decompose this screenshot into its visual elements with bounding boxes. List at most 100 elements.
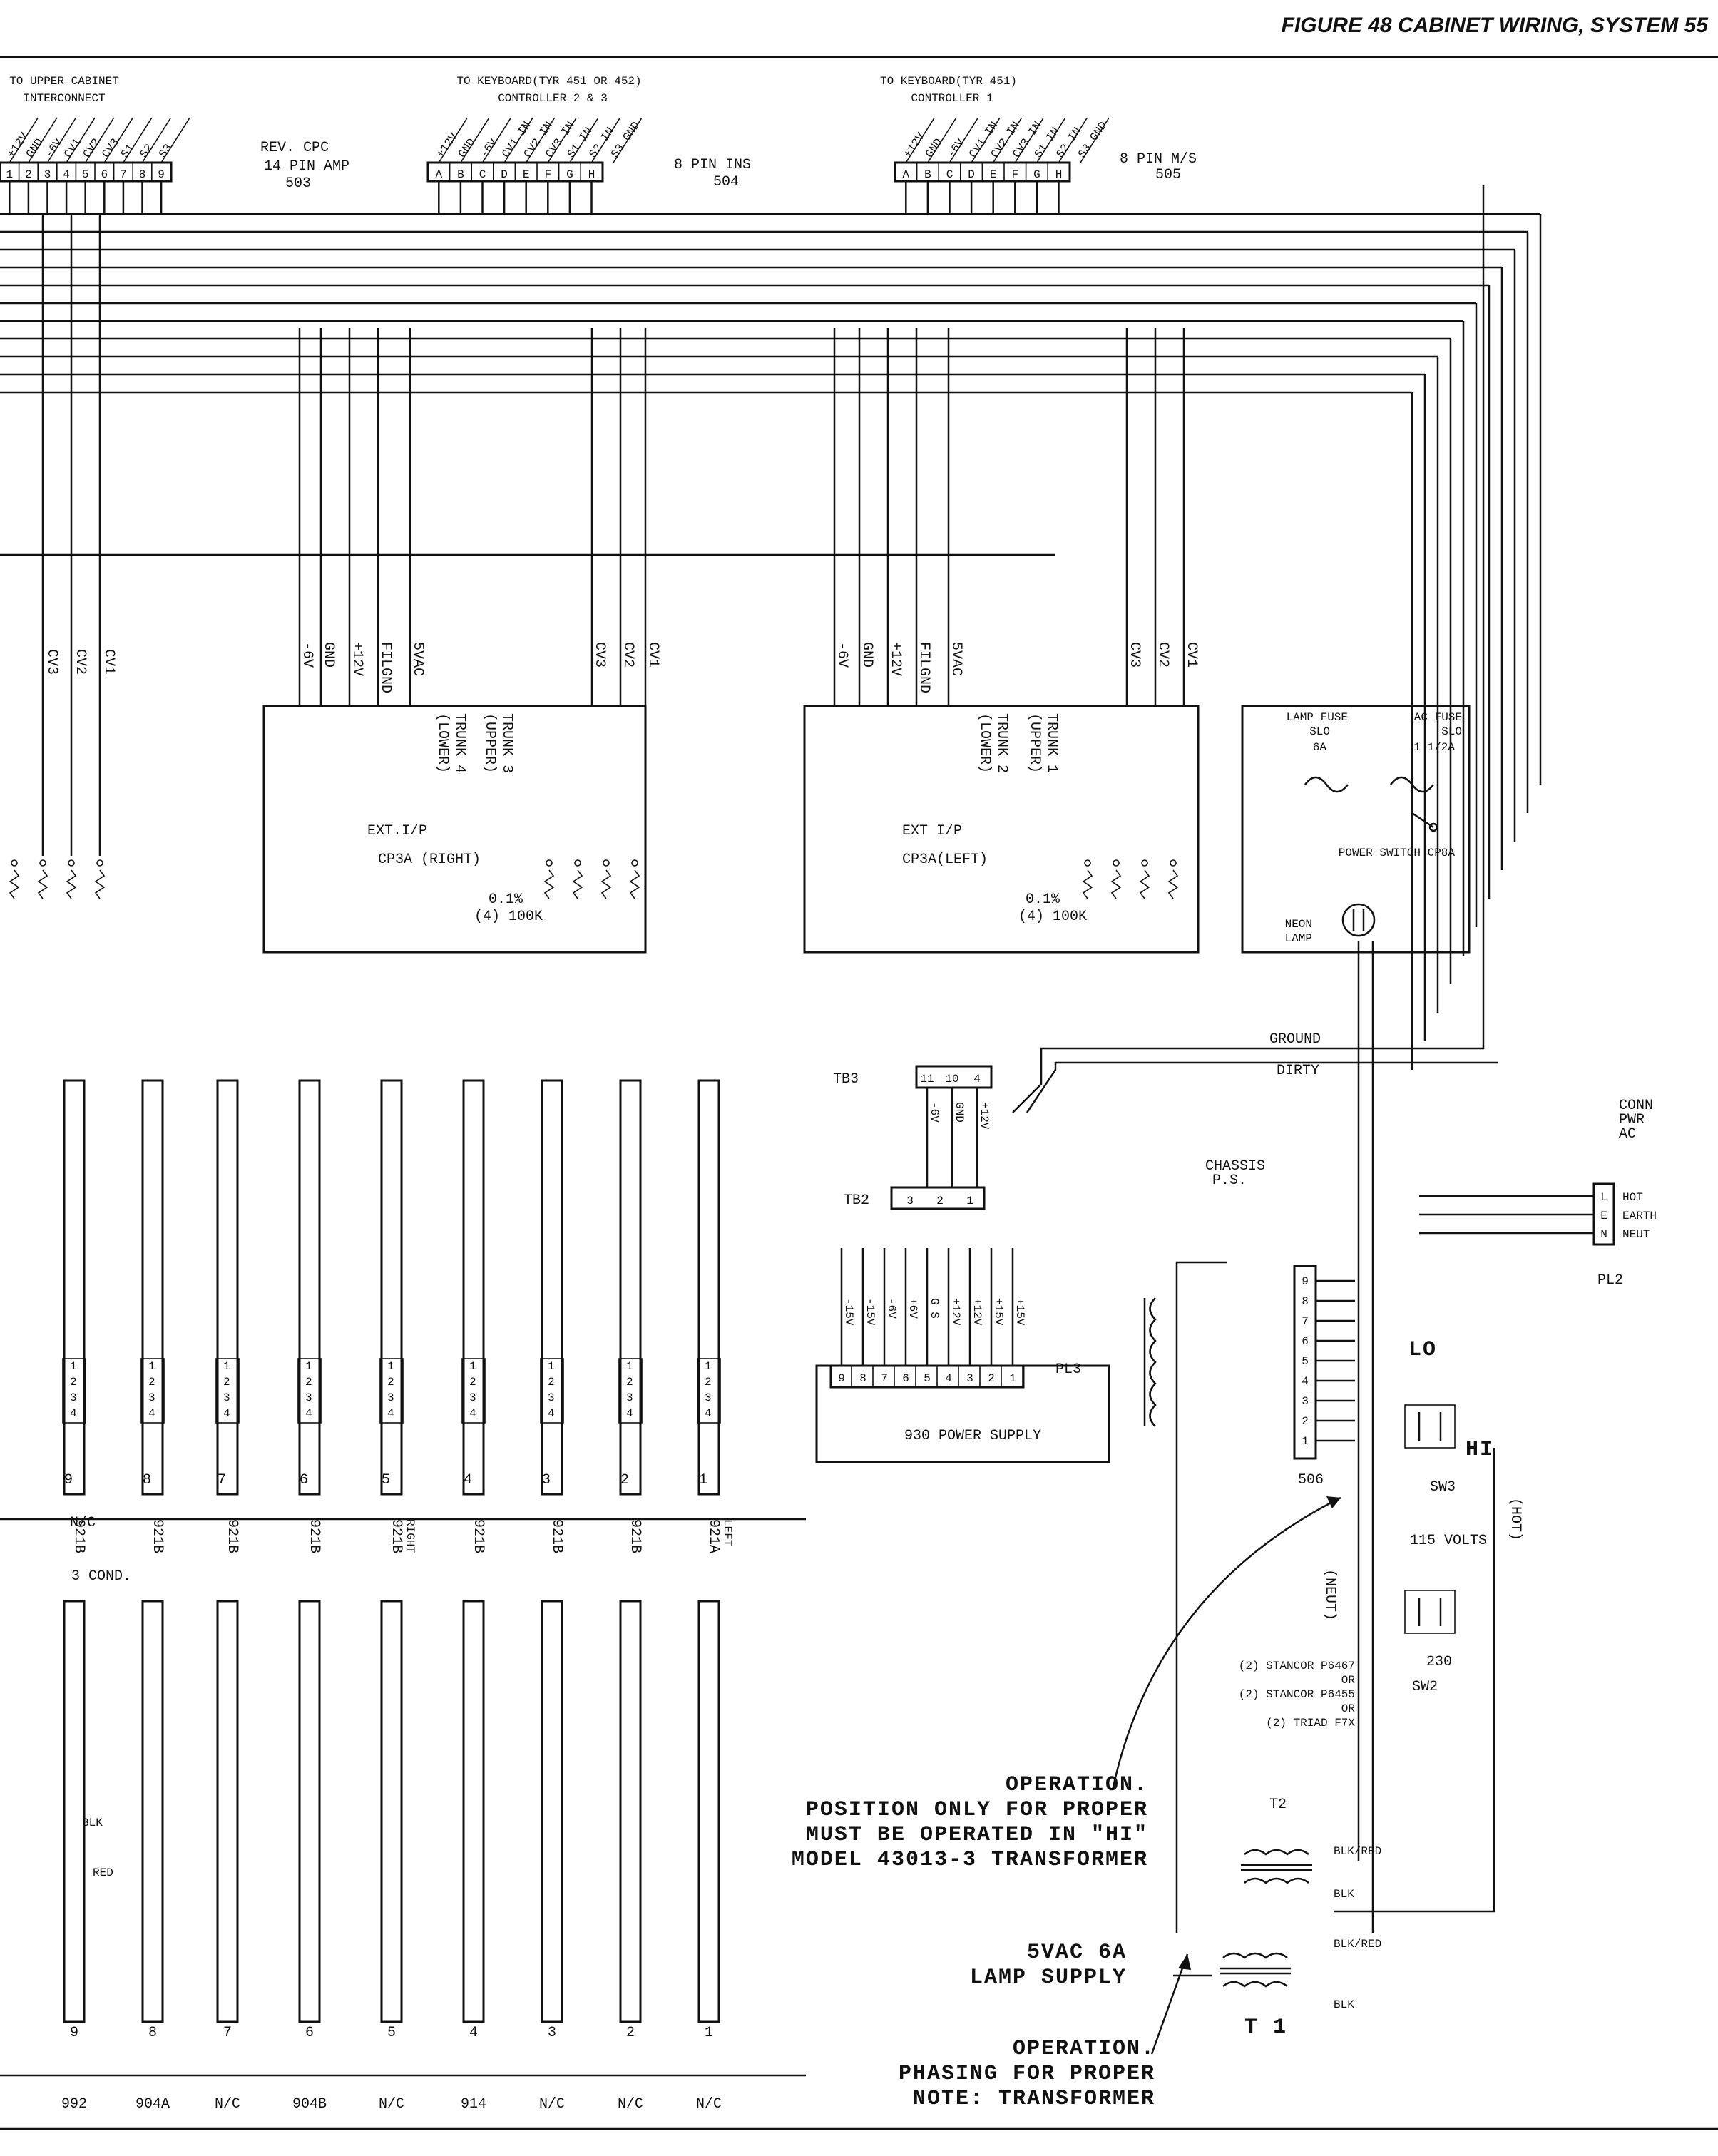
pl2-pin-label: NEUT xyxy=(1622,1228,1650,1241)
ps-pin: 6 xyxy=(902,1372,909,1385)
tb2-pin: 3 xyxy=(906,1195,914,1207)
neon-lamp-label-2: LAMP xyxy=(1285,932,1312,945)
left-cv-wires: CV1 CV2 CV3 xyxy=(9,214,117,899)
bus-wires xyxy=(0,213,1542,1070)
connector-505: TO KEYBOARD(TYR 451) CONTROLLER 1 505 8 … xyxy=(880,75,1197,214)
ps-pin: 3 xyxy=(966,1372,973,1385)
module-jack-block xyxy=(297,1358,322,1424)
c504-signal-lead xyxy=(613,117,643,163)
module-jack-label: 2 xyxy=(70,1376,77,1389)
module-lower-strip xyxy=(462,1600,485,2023)
cp3a-right-box xyxy=(262,705,647,954)
cp3a-left-label: CP3A(LEFT) xyxy=(902,852,988,868)
ps-chassis-label-2: CHASSIS xyxy=(1205,1158,1265,1175)
ac-pwr-conn-3: CONN xyxy=(1619,1098,1653,1114)
pot-contact xyxy=(39,859,46,867)
module-jack-label: 1 xyxy=(469,1360,476,1373)
c503-signal-lead xyxy=(85,117,115,163)
module-upper-type: 921B xyxy=(306,1519,322,1553)
t2-option: (2) STANCOR P6455 xyxy=(1239,1688,1355,1701)
c504-pin-label: G xyxy=(566,168,573,181)
ac-pwr-conn: AC xyxy=(1619,1126,1636,1143)
c505-pin-label: H xyxy=(1055,168,1063,181)
module-lower-type: N/C xyxy=(215,2096,240,2112)
pot-contact xyxy=(603,859,610,867)
module-lower-type: 914 xyxy=(461,2096,486,2112)
ps-wire-label: +15V xyxy=(992,1298,1005,1326)
trunk-2-label: TRUNK 2 xyxy=(993,713,1010,773)
module-jack-label: 4 xyxy=(148,1407,155,1420)
module-jack-block xyxy=(697,1358,721,1424)
cp3a-left-box xyxy=(803,705,1200,954)
c505-signal-lead xyxy=(993,117,1023,163)
controller-1-keyboard: TO KEYBOARD(TYR 451) xyxy=(880,75,1017,88)
hot-label: (HOT) xyxy=(1507,1498,1523,1541)
cp3a-right-ext: EXT.I/P xyxy=(367,823,427,839)
module-lower-number: 3 xyxy=(548,2025,556,2041)
cp8a-box xyxy=(1241,705,1471,954)
lnote-line: LAMP SUPPLY xyxy=(970,1966,1127,1990)
module-jack-block xyxy=(540,1358,564,1424)
pl2-pin-label: EARTH xyxy=(1622,1210,1657,1222)
module-jack-label: 4 xyxy=(70,1407,77,1420)
t2-label: T2 xyxy=(1269,1797,1287,1813)
ps-pin: 5 xyxy=(924,1372,931,1385)
cp3a-left-board: CP3A(LEFT) EXT I/P (4) 100K 0.1% TRUNK 1… xyxy=(803,328,1200,954)
module-upper-strip xyxy=(298,1079,321,1496)
c503-pin-label: 6 xyxy=(101,168,108,181)
c506-pin: 3 xyxy=(1302,1395,1309,1408)
c503-pin-label: 2 xyxy=(25,168,32,181)
module-upper-strip xyxy=(697,1079,720,1496)
t2-option: OR xyxy=(1341,1702,1356,1715)
lamp-fuse-rating: 6A xyxy=(1313,741,1327,754)
c505-signal-lead xyxy=(905,117,935,163)
module-jack-label: 4 xyxy=(705,1407,712,1420)
resistor-symbol xyxy=(94,869,106,899)
c504-signal-lead xyxy=(590,117,621,163)
pl2-label: PL2 xyxy=(1597,1272,1623,1289)
lamp-fuse-label: LAMP FUSE xyxy=(1287,711,1348,724)
module-upper-note: LEFT xyxy=(721,1519,734,1546)
trunk-4-sub: (LOWER) xyxy=(434,713,451,773)
pot-contact xyxy=(11,859,18,867)
module-upper-type: 921B xyxy=(71,1519,87,1553)
pnote-line: OPERATION. xyxy=(1013,2037,1155,2061)
cp3a-wire-label: GND xyxy=(859,642,875,668)
module-upper-number: 6 xyxy=(300,1472,308,1488)
left-cv3: CV3 xyxy=(44,649,60,675)
tb2-label: TB2 xyxy=(844,1192,869,1209)
module-jack-block xyxy=(62,1358,86,1424)
c504-pin-label: H xyxy=(588,168,595,181)
wire-red: RED xyxy=(93,1866,113,1879)
tb3-wire-label: +12V xyxy=(978,1102,991,1130)
connector-504-label: 504 xyxy=(713,174,739,190)
module-upper-type: 921B xyxy=(548,1519,565,1553)
module-upper-note: RIGHT xyxy=(404,1519,416,1553)
module-jack-label: 3 xyxy=(548,1391,555,1404)
module-lower-type: N/C xyxy=(618,2096,643,2112)
cp8a-power-switch: AC FUSE SLO 1 1/2A LAMP FUSE SLO 6A POWE… xyxy=(1241,705,1471,954)
module-jack-block xyxy=(215,1358,240,1424)
resistor-symbol xyxy=(1110,869,1122,899)
trunk-2-sub: (LOWER) xyxy=(976,713,993,773)
module-jack-label: 4 xyxy=(305,1407,312,1420)
module-jack-label: 2 xyxy=(626,1376,633,1389)
module-jack-label: 2 xyxy=(469,1376,476,1389)
module-jack-label: 4 xyxy=(469,1407,476,1420)
connector-503-desc-2: REV. CPC xyxy=(260,140,329,156)
pot-contact xyxy=(1084,859,1091,867)
connector-503: TO UPPER CABINET INTERCONNECT 503 14 PIN… xyxy=(0,75,349,214)
pl2-pin: N xyxy=(1600,1228,1607,1241)
c505-signal-lead xyxy=(927,117,957,163)
ps-wire-label: +12V xyxy=(971,1298,983,1326)
connector-503-desc: 14 PIN AMP xyxy=(264,158,349,175)
resistor-symbol xyxy=(66,869,77,899)
module-jack-label: 4 xyxy=(626,1407,633,1420)
tnote-line: OPERATION. xyxy=(1006,1773,1148,1797)
module-lower-strip xyxy=(697,1600,720,2023)
module-lower-number: 5 xyxy=(387,2025,396,2041)
tb3-wire-label: GND xyxy=(953,1102,966,1123)
module-upper-number: 9 xyxy=(64,1472,73,1488)
